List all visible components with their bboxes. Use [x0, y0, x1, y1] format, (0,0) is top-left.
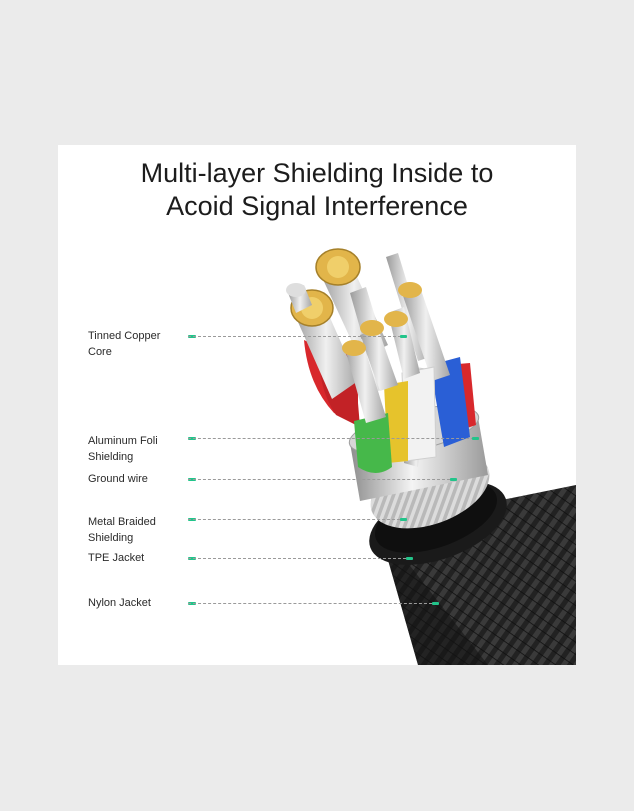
label-metal-braided-shielding-line2: Shielding — [88, 532, 134, 544]
end-dot-nylon-jacket — [432, 602, 439, 605]
end-dot-metal-braided — [400, 518, 407, 521]
copper-core-small-left — [286, 283, 312, 313]
label-tinned-copper-core-line2: Core — [88, 346, 112, 358]
cable-cross-section-illustration — [286, 248, 576, 665]
leader-line-metal-braided — [188, 519, 400, 520]
leader-line-nylon-jacket — [188, 603, 432, 604]
label-metal-braided-shielding: Metal Braided Shielding — [88, 514, 156, 546]
label-aluminum-foil-shielding: Aluminum Foli Shielding — [88, 433, 158, 465]
leader-line-ground-wire — [188, 479, 450, 480]
label-tinned-copper-core: Tinned Copper Core — [88, 328, 160, 360]
end-dot-aluminum-foil — [472, 437, 479, 440]
label-tinned-copper-core-line1: Tinned Copper — [88, 330, 161, 342]
label-aluminum-foil-shielding-line1: Aluminum Foli — [88, 435, 158, 447]
leader-line-tinned-copper-core — [188, 336, 406, 337]
label-nylon-jacket-line1: Nylon Jacket — [88, 597, 151, 609]
green-wire — [342, 339, 392, 473]
leader-line-tpe-jacket — [188, 558, 406, 559]
infographic-title: Multi-layer Shielding Inside to Acoid Si… — [58, 157, 576, 223]
infographic-card: Multi-layer Shielding Inside to Acoid Si… — [58, 145, 576, 665]
blue-wire — [398, 282, 470, 447]
label-ground-wire: Ground wire — [88, 471, 148, 487]
title-line-2: Acoid Signal Interference — [166, 191, 468, 221]
label-tpe-jacket-line1: TPE Jacket — [88, 552, 145, 564]
title-line-1: Multi-layer Shielding Inside to — [140, 158, 494, 188]
end-dot-ground-wire — [450, 478, 457, 481]
end-dot-tpe-jacket — [406, 557, 413, 560]
label-aluminum-foil-shielding-line2: Shielding — [88, 451, 134, 463]
label-nylon-jacket: Nylon Jacket — [88, 595, 151, 611]
end-dot-tinned-copper-core — [400, 335, 407, 338]
leader-line-aluminum-foil — [188, 438, 474, 439]
label-metal-braided-shielding-line1: Metal Braided — [88, 516, 156, 528]
label-ground-wire-line1: Ground wire — [88, 473, 148, 485]
label-tpe-jacket: TPE Jacket — [88, 550, 144, 566]
